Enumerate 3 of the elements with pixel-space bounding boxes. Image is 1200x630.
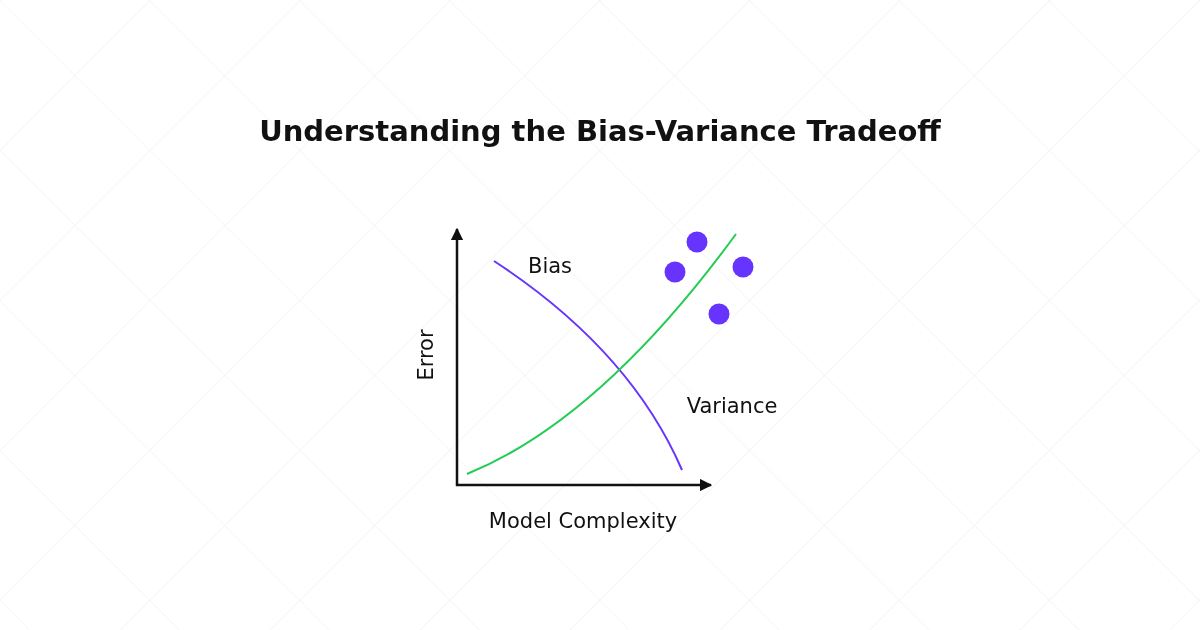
axis-label: Model Complexity xyxy=(488,510,678,534)
axis-label: Error xyxy=(415,329,439,381)
title: Understanding the Bias-Variance Tradeoff xyxy=(259,114,941,148)
